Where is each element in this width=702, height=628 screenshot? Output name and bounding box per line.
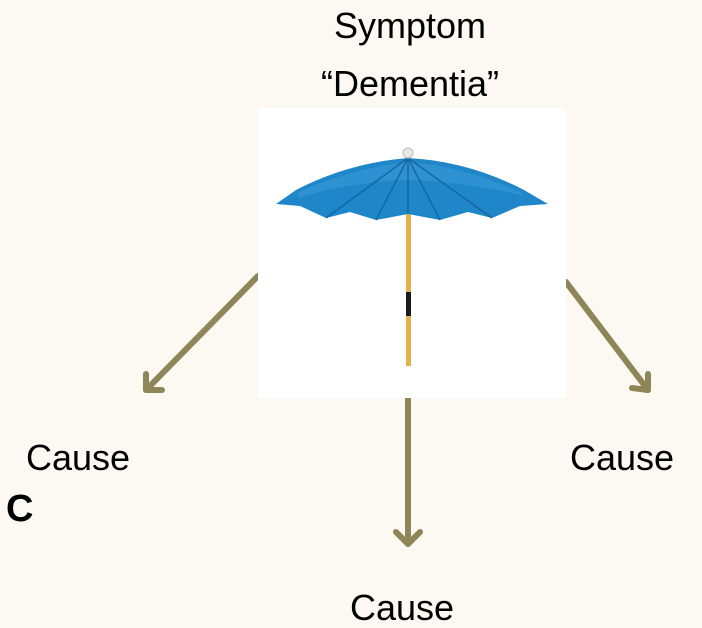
arrow-left: [146, 276, 258, 390]
arrow-right: [566, 282, 648, 390]
letter-c-label: C: [6, 488, 33, 530]
cause-label-left: Cause: [26, 438, 130, 478]
umbrella-icon: [258, 108, 566, 398]
cause-label-right: Cause: [570, 438, 674, 478]
cause-label-bottom: Cause: [350, 588, 454, 628]
arrow-bottom: [396, 398, 420, 544]
umbrella-image: [258, 108, 566, 398]
